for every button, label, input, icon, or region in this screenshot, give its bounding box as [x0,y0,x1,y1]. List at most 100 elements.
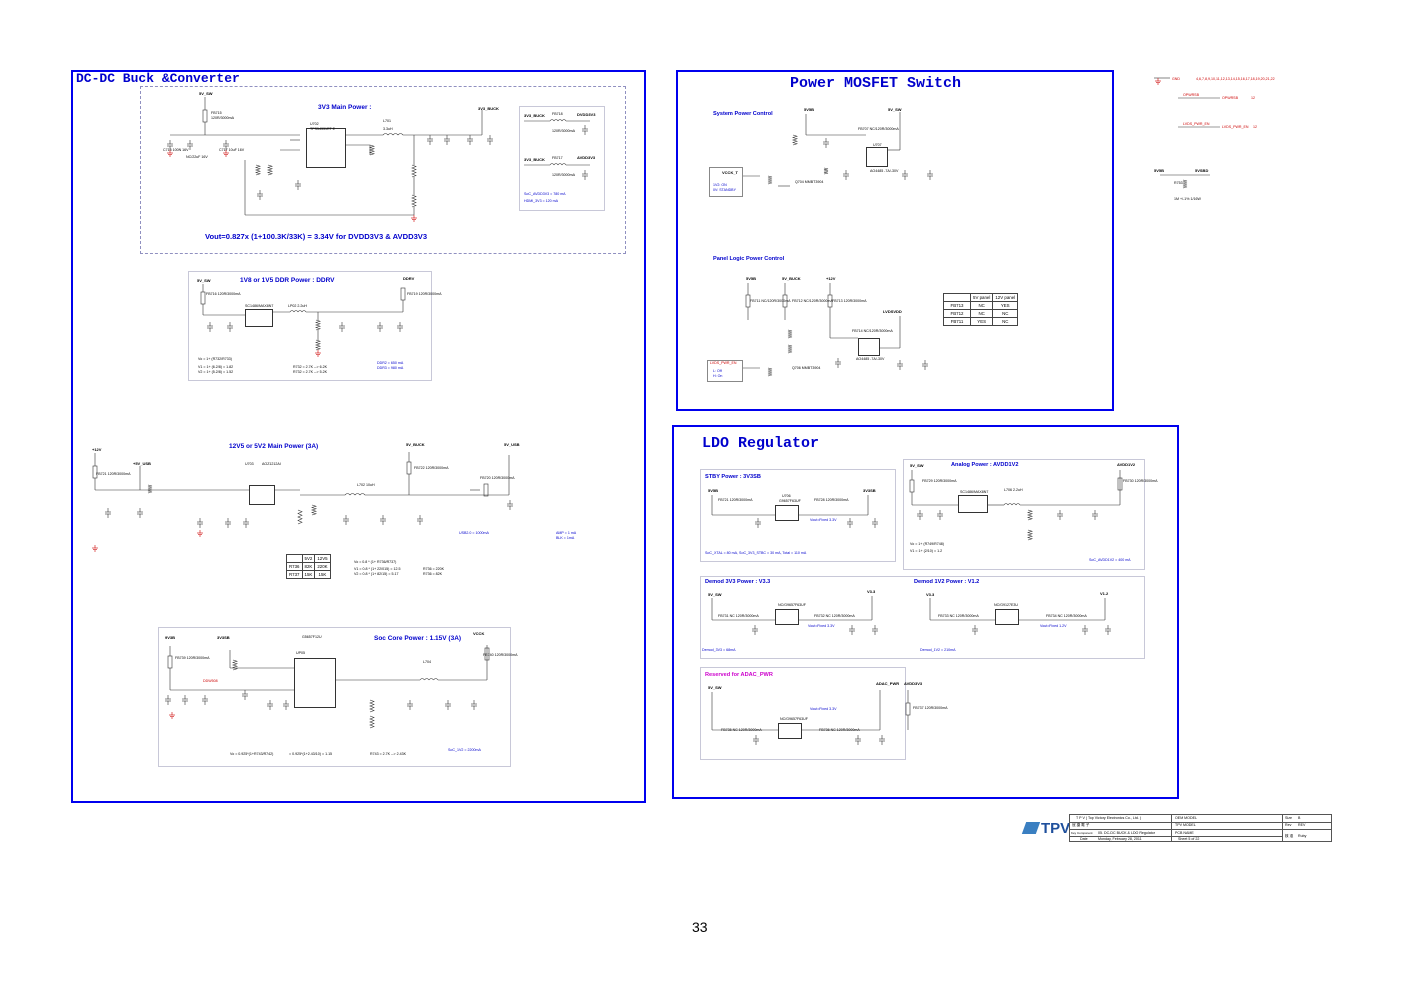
block-3v3-main [140,86,626,254]
net-dvdd3v3: DVDD3V3 [577,112,596,117]
tb-sign2: Ruby [1298,834,1307,838]
inductor [424,678,430,681]
tb-divider-v1 [1171,815,1172,841]
12v-f5: R736 = 82K [423,572,443,576]
tb-rev: REV [1298,823,1306,827]
block-adac [700,667,906,760]
resistor [1026,509,1034,521]
ic-up05 [294,658,336,708]
demod33-vout: Vout=Fixed 3.3V [808,624,835,628]
tb-oem: OEM MODEL [1175,816,1197,820]
net-avdd3v3: AVDD3V3 [577,155,596,160]
core-f2: = 0.925*(1+2.43/10) = 1.15 [289,752,333,756]
core-fb: FB740 120R/3000mA [483,653,518,657]
inductor [392,133,399,136]
inductor [557,119,563,122]
12v-usb: USB2.0 = 1000mA [459,531,489,535]
resistor [411,164,417,178]
12v-f4: R736 = 220K [423,567,445,571]
12v-f3: V2 = 0.8 * (1+ 82/15) = 5.17 [354,572,399,576]
ic-u709-adac [778,723,802,739]
hdmi-3v3-note: HDMI_3V3 = 120 mA [524,199,559,203]
tb-key-label: Key Component [1071,831,1093,835]
12v-fb-in: FB721 120R/3000mA [96,472,131,476]
table-row: R737 15K 15K [286,570,331,579]
core-out: VCCK [473,631,485,636]
stby-ic: G9657F63UF [779,499,801,503]
ic-u702-ref: U702 [310,122,319,126]
ldo-frame-title: LDO Regulator [702,435,820,452]
tb-divider-v2 [1282,815,1283,841]
adac-in: 5V_SW [708,685,722,690]
net-3v3-buck-a: 3V3_BUCK [524,113,545,118]
inductor [553,163,559,166]
12v-ic-part: AOZ1212AI [262,462,281,466]
dcdc-frame-title: DC-DC Buck &Converter [76,71,240,86]
adac-ic: NC/G9657F63UF [780,717,808,721]
ddr-out-net: DDRV [403,276,415,281]
12v-alt-net: +5V_USB [133,461,151,466]
system-l2: 0V: STANDBY [713,188,736,192]
ic-u706-stby [775,505,799,521]
12v-title: 12V5 or 5V2 Main Power (3A) [229,443,319,450]
system-ic-ref: U707 [873,143,882,147]
inductor [354,493,361,496]
resistor [767,367,773,377]
analog-note: SoC_AVDD1V2 = 400 mA [1089,558,1131,562]
panel-fb3: FB713 120R/3000mA [832,299,867,303]
analog-ic: SC1486/MAX8N7 [960,490,989,494]
panel-fb2: FB712 NC/120R/3000mA [792,299,833,303]
panel-q: Q706 MMBT3904 [792,366,821,370]
mosfet-frame [676,70,1114,411]
block-ddr [188,271,432,381]
adac-title: Reserved for ADAC_PWR [705,672,773,678]
system-ic: AO4485 -7A/-30V [870,169,899,173]
inductor [1015,503,1021,506]
inductor [1003,503,1009,506]
12v-ic-ref: U703 [245,462,254,466]
ddr-f3: V2 = 1+ (5.2/8) = 1.52 [198,370,234,374]
demod12-ic: NC/G9127E3U [994,603,1018,607]
inductor [553,119,559,122]
core-ic-part: G5657F12U [302,635,322,639]
inductor-l701-val: 3.3uH [383,127,393,131]
block-analog [903,459,1145,570]
resistor [767,175,773,185]
panel-title: Panel Logic Power Control [713,256,785,262]
inductor [293,310,299,313]
resistor [231,659,239,671]
analog-inductor: L706 2.2uH [1004,488,1023,492]
12v-fb-out: FB720 120R/3000mA [480,476,515,480]
fb715-label: FB715 [211,111,222,115]
net-5vsbd: 5VSBD [1195,168,1209,173]
tb-title: 05. DC-DC BUCK & LDO Regulator [1098,831,1155,835]
ic-u703 [249,485,275,505]
12v-fb-mid: FB722 120R/3000mA [414,466,449,470]
tpv-logo-text: TPV [1041,820,1071,837]
demod12-note: Demod_1V2 = 210mA [920,648,956,652]
tb-size-label: Size [1285,816,1292,820]
block-demod [700,576,1145,659]
ddr-inductor: LP02 2.2uH [288,304,307,308]
opwr-page: 12 [1251,96,1255,100]
resistor [1182,179,1188,189]
resistor [297,509,303,525]
block-soc-core [158,627,511,767]
12v-f1: Vo = 0.8 * (1+ R736/R737) [354,560,397,564]
panel-ctrl: LVDS_PWR_EN [710,361,737,365]
stby-out: 3V3SB [863,488,876,493]
inductor [382,133,389,136]
net-5v5b: 5V5B [1154,168,1165,173]
inductor [297,310,303,313]
tb-company: T P V ( Top Victory Electronics Co., Ltd… [1076,816,1142,820]
mosfet-frame-title: Power MOSFET Switch [790,75,962,92]
adac-out: ADAC_PWR [876,681,900,686]
ic-u709-panel [858,338,880,356]
block-stby [700,469,896,562]
12v-amp1: AMP = 1 mA [556,531,577,535]
fb717-label: FB717 [552,156,563,160]
stby-vout: Vout=Fixed 3.3V [810,518,837,522]
panel-l2: H: On [713,374,723,378]
panel-net-c: +12V [826,276,836,281]
